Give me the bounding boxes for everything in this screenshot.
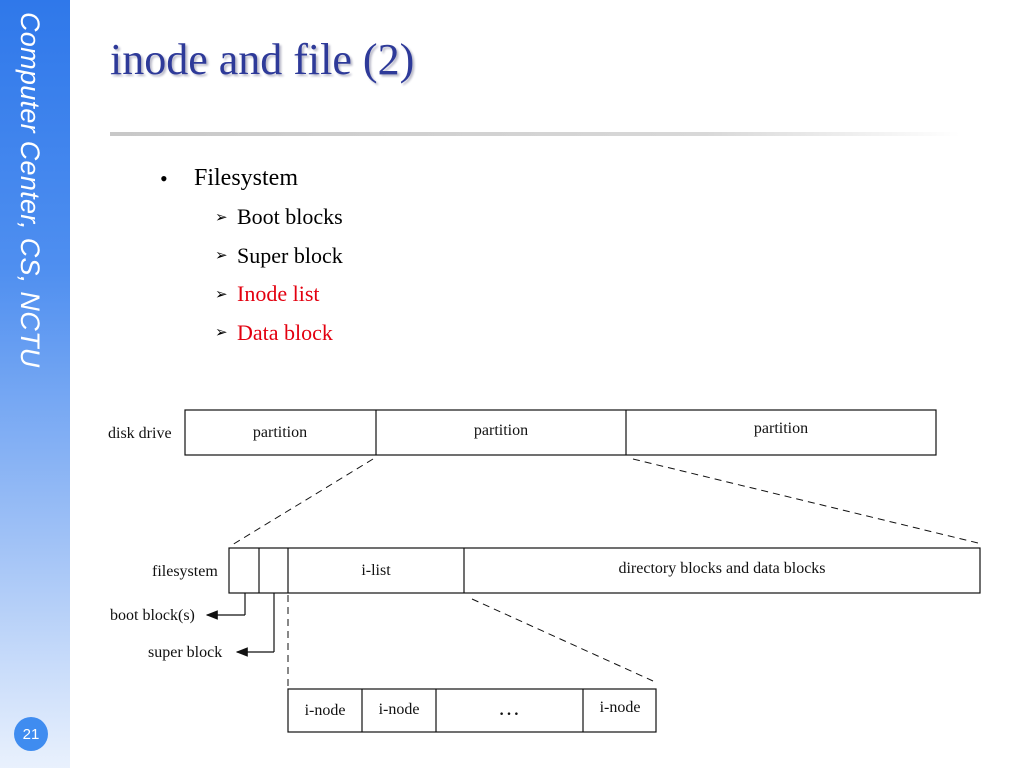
arrowhead-bullet-icon: ➢ <box>215 325 228 342</box>
inode-label: i-node <box>379 701 420 718</box>
bullet-filesystem-label: Filesystem <box>194 165 299 191</box>
partition-label: partition <box>474 422 528 439</box>
sub-bullet-inode-list: ➢ Inode list <box>215 275 343 314</box>
disk-drive-label: disk drive <box>108 425 172 442</box>
ilist-label: i-list <box>361 562 391 579</box>
inode-label: i-node <box>600 699 641 716</box>
bullet-dot-icon: • <box>160 165 168 191</box>
filesystem-label: filesystem <box>152 563 218 580</box>
sub-bullet-label: Super block <box>237 242 343 268</box>
sub-bullet-list: ➢ Boot blocks ➢ Super block ➢ Inode list… <box>215 198 343 352</box>
sidebar-band: Computer Center, CS, NCTU 21 <box>0 0 70 768</box>
disk-drive-bar <box>184 409 937 456</box>
sub-bullet-label: Data block <box>237 319 333 345</box>
filesystem-bar <box>228 547 981 594</box>
bullet-filesystem: • Filesystem <box>160 165 343 192</box>
page-number-badge: 21 <box>14 717 48 751</box>
inode-ellipsis: … <box>498 695 520 720</box>
inode-label: i-node <box>305 702 346 719</box>
sub-bullet-label: Boot blocks <box>237 204 343 230</box>
sidebar-caption: Computer Center, CS, NCTU <box>15 12 45 368</box>
boot-blocks-label: boot block(s) <box>110 607 195 624</box>
ilist-expand-connectors <box>287 595 654 687</box>
filesystem-diagram: disk drive partition partition partition… <box>108 409 981 733</box>
title-divider <box>110 132 960 136</box>
block-pointer-arrows <box>205 593 275 657</box>
sub-bullet-data-block: ➢ Data block <box>215 314 343 353</box>
slide-title: inode and file (2) <box>110 35 415 84</box>
inode-bar <box>287 688 657 733</box>
arrowhead-bullet-icon: ➢ <box>215 286 228 303</box>
super-block-label: super block <box>148 644 222 661</box>
partition-expand-connectors <box>231 458 979 546</box>
partition-label: partition <box>253 424 307 441</box>
partition-label: partition <box>754 420 808 437</box>
sub-bullet-label: Inode list <box>237 281 320 307</box>
arrowhead-bullet-icon: ➢ <box>215 209 228 226</box>
data-blocks-label: directory blocks and data blocks <box>618 560 825 577</box>
arrowhead-bullet-icon: ➢ <box>215 248 228 265</box>
sub-bullet-super-block: ➢ Super block <box>215 237 343 276</box>
bullet-list: • Filesystem ➢ Boot blocks ➢ Super block… <box>160 165 343 352</box>
sub-bullet-boot-blocks: ➢ Boot blocks <box>215 198 343 237</box>
